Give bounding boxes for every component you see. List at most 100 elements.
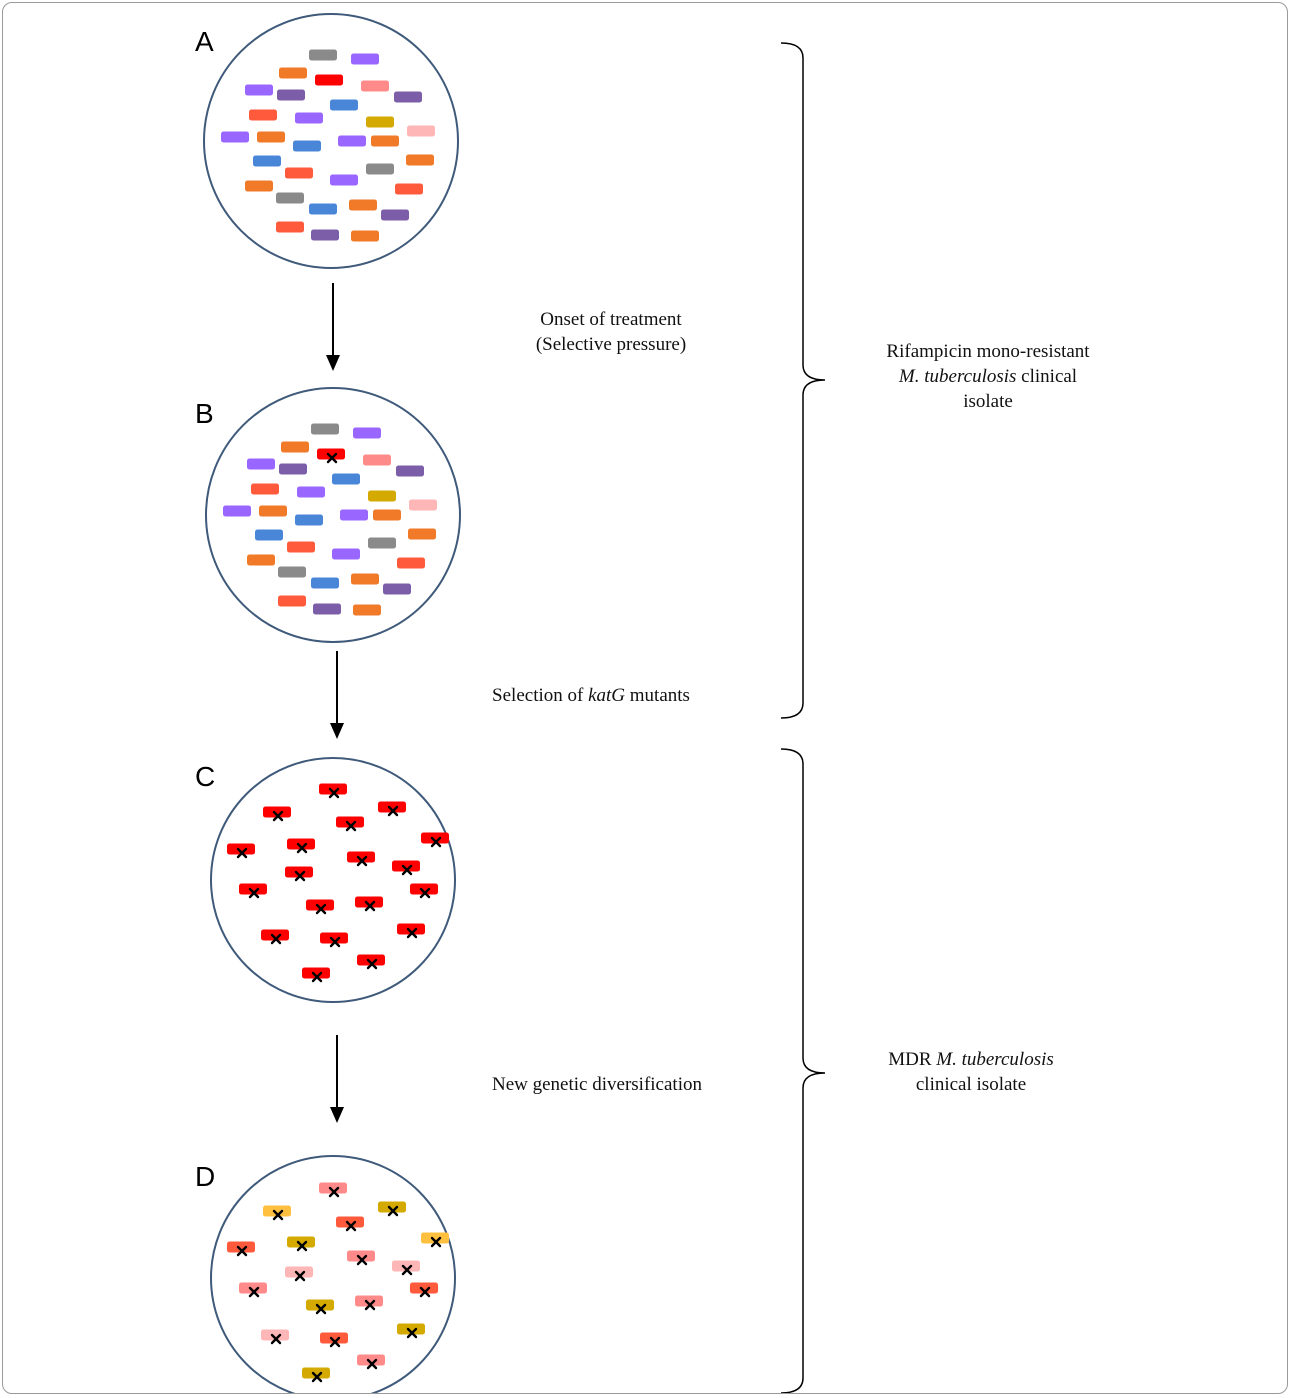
bacterium <box>311 577 339 589</box>
bacterium <box>332 473 360 485</box>
bacterium <box>368 490 396 502</box>
bacterium <box>373 509 401 521</box>
bacterium <box>330 174 358 186</box>
katg-mutant-bacterium <box>355 896 383 912</box>
step-bc-caption: Selection of katG mutants <box>492 685 690 706</box>
bracket-bottom <box>780 748 826 1393</box>
bacterium <box>247 458 275 470</box>
bracket-bottom-species: M. tuberculosis <box>935 1049 1054 1070</box>
mutant-bacterium <box>306 1299 334 1315</box>
katg-mutant-bacterium <box>421 832 449 848</box>
bacterium <box>295 112 323 124</box>
dish-outline-d <box>210 1155 456 1393</box>
mutant-bacterium <box>392 1260 420 1276</box>
bacterium <box>311 229 339 241</box>
dish-outline-b <box>205 387 461 643</box>
mutant-bacterium <box>302 1367 330 1383</box>
bacterium <box>278 566 306 578</box>
step-ab-line1: Onset of treatment <box>540 309 682 330</box>
bacterium <box>383 583 411 595</box>
bacterium <box>295 514 323 526</box>
step-bc-after: mutants <box>625 685 690 706</box>
mutant-bacterium <box>239 1282 267 1298</box>
bracket-top-line1: Rifampicin mono-resistant <box>886 341 1090 362</box>
bacterium <box>311 423 339 435</box>
bacterium <box>245 84 273 96</box>
bracket-bottom-line1: MDR M. tuberculosis <box>888 1049 1054 1070</box>
bacterium <box>351 573 379 585</box>
bacterium <box>396 465 424 477</box>
bacterium <box>353 427 381 439</box>
panel-letter-a: A <box>195 26 214 57</box>
katg-mutant-bacterium <box>347 851 375 867</box>
bacterium <box>340 509 368 521</box>
bacterium <box>351 53 379 65</box>
katg-mutant-bacterium <box>263 806 291 822</box>
bacterium <box>407 125 435 137</box>
bacterium <box>394 91 422 103</box>
mutant-bacterium <box>320 1332 348 1348</box>
katg-mutant-bacterium <box>285 866 313 882</box>
katg-mutant-bacterium <box>397 923 425 939</box>
bacterium <box>287 541 315 553</box>
bracket-bottom-before: MDR <box>888 1049 936 1070</box>
bacterium <box>278 595 306 607</box>
step-bc-before: Selection of <box>492 685 588 706</box>
population-dish-d <box>210 1155 456 1393</box>
katg-mutant-bacterium <box>306 899 334 915</box>
bacterium <box>332 548 360 560</box>
diagram-canvas: A B C D Onset of treatment (Selective pr… <box>195 13 1090 1393</box>
bacterium <box>297 486 325 498</box>
bacterium <box>251 483 279 495</box>
bacterium <box>281 441 309 453</box>
arrow-a-to-b <box>326 283 340 371</box>
bacterium <box>249 109 277 121</box>
mutant-bacterium <box>336 1216 364 1232</box>
bracket-bottom-line2: clinical isolate <box>916 1074 1026 1095</box>
bacterium <box>406 154 434 166</box>
katg-mutant-bacterium <box>357 954 385 970</box>
bacterium <box>221 131 249 143</box>
bacterium <box>276 192 304 204</box>
bracket-top-line2-after: clinical <box>1016 366 1077 387</box>
bacterium <box>408 528 436 540</box>
mutant-bacterium <box>347 1250 375 1266</box>
bacterium <box>349 199 377 211</box>
katg-mutant-bacterium <box>320 932 348 948</box>
bracket-top-line3: isolate <box>963 391 1013 412</box>
katg-mutant-bacterium <box>261 929 289 945</box>
bacterium <box>253 155 281 167</box>
bacterium <box>353 604 381 616</box>
bacterium <box>309 49 337 61</box>
bracket-top-line2: M. tuberculosis clinical <box>898 366 1077 387</box>
bacterium <box>361 80 389 92</box>
step-bc-gene: katG <box>588 685 625 706</box>
bacterium <box>371 135 399 147</box>
katg-mutant-bacterium <box>302 967 330 983</box>
bacterium <box>279 463 307 475</box>
arrow-b-to-c <box>330 651 344 739</box>
step-ab-line2: (Selective pressure) <box>536 334 686 355</box>
mutant-bacterium <box>287 1236 315 1252</box>
panel-letter-c: C <box>195 761 215 792</box>
bacterium <box>285 167 313 179</box>
bacterium <box>309 203 337 215</box>
population-dish-c <box>210 757 456 1003</box>
katg-mutant-bacterium <box>392 860 420 876</box>
katg-mutant-bacterium <box>239 883 267 899</box>
bacterium <box>409 499 437 511</box>
katg-mutant-bacterium <box>319 783 347 799</box>
arrow-c-to-d <box>330 1035 344 1123</box>
bacterium <box>330 99 358 111</box>
mutant-bacterium <box>319 1182 347 1198</box>
bacterium <box>315 74 343 86</box>
bacterium <box>338 135 366 147</box>
bacterium <box>363 454 391 466</box>
mutant-bacterium <box>378 1201 406 1217</box>
bacterium <box>293 140 321 152</box>
bacterium <box>247 554 275 566</box>
bacterium <box>276 221 304 233</box>
population-dish-b <box>205 387 461 643</box>
katg-mutant-bacterium <box>336 816 364 832</box>
